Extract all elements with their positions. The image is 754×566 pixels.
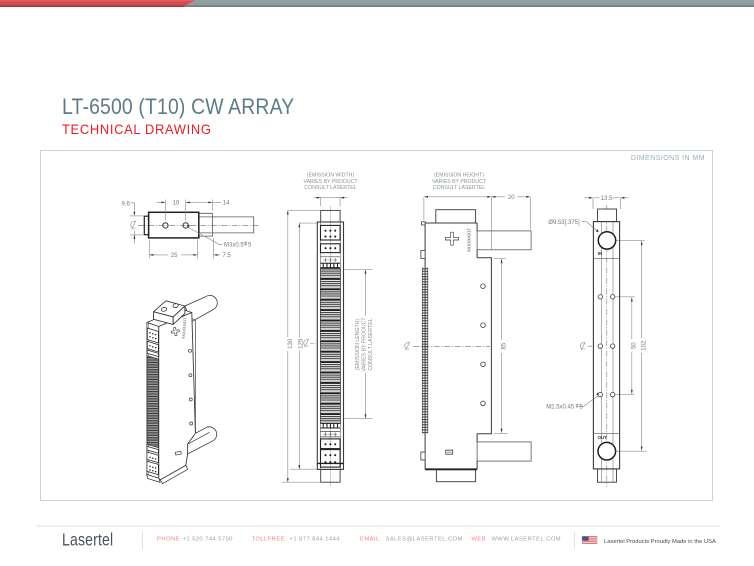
svg-text:VARIES BY PRODUCT: VARIES BY PRODUCT xyxy=(362,317,368,372)
svg-text:5: 5 xyxy=(248,243,252,249)
svg-text:WEB: WEB xyxy=(472,536,487,542)
svg-text:10: 10 xyxy=(173,201,180,207)
svg-text:130: 130 xyxy=(288,338,294,349)
svg-text:(EMISSION LENGTH): (EMISSION LENGTH) xyxy=(355,319,361,371)
svg-text:125: 125 xyxy=(299,338,305,349)
svg-text:85: 85 xyxy=(501,342,507,349)
svg-text:25: 25 xyxy=(171,253,178,259)
svg-text:(EMISSION WIDTH): (EMISSION WIDTH) xyxy=(307,173,355,179)
svg-text:XXXXXX01T: XXXXXX01T xyxy=(467,228,472,252)
svg-text:XXXXXX01T: XXXXXX01T xyxy=(182,317,188,340)
svg-text:(EMISSION HEIGHT): (EMISSION HEIGHT) xyxy=(434,173,484,179)
svg-text:50: 50 xyxy=(631,342,637,349)
svg-text:20: 20 xyxy=(508,195,515,201)
svg-text:14: 14 xyxy=(223,201,230,207)
svg-text:+1 520.744.5700: +1 520.744.5700 xyxy=(183,536,233,542)
svg-text:OUT: OUT xyxy=(598,435,608,440)
svg-text:M2.5x0.45: M2.5x0.45 xyxy=(546,405,575,411)
svg-text:EMAIL: EMAIL xyxy=(360,536,380,542)
svg-text:IN: IN xyxy=(598,251,602,256)
svg-text:WWW.LASERTEL.COM: WWW.LASERTEL.COM xyxy=(492,536,562,542)
svg-text:TOLLFREE: TOLLFREE xyxy=(252,536,285,542)
svg-text:M3x0.5: M3x0.5 xyxy=(224,243,244,249)
svg-text:Lasertel: Lasertel xyxy=(62,530,113,550)
svg-text:Lasertel Products Proudly Made: Lasertel Products Proudly Made in the US… xyxy=(604,539,716,545)
svg-text:CONSULT LASERTEL: CONSULT LASERTEL xyxy=(304,185,356,191)
svg-text:CONSULT LASERTEL: CONSULT LASERTEL xyxy=(368,318,374,370)
svg-text:SALES@LASERTEL.COM: SALES@LASERTEL.COM xyxy=(386,536,463,542)
svg-text:9.6: 9.6 xyxy=(122,201,131,207)
svg-text:+1 877.844.1444: +1 877.844.1444 xyxy=(290,536,341,542)
svg-text:CONSULT LASERTEL: CONSULT LASERTEL xyxy=(433,185,485,191)
svg-text:VARIES BY PRODUCT: VARIES BY PRODUCT xyxy=(304,179,359,185)
svg-text:PHONE: PHONE xyxy=(157,536,180,542)
svg-text:7.5: 7.5 xyxy=(222,253,231,259)
svg-text:5: 5 xyxy=(579,405,583,411)
svg-text:Ø9.53[.375]: Ø9.53[.375] xyxy=(548,220,580,226)
svg-text:VARIES BY PRODUCT: VARIES BY PRODUCT xyxy=(432,179,487,185)
svg-text:102: 102 xyxy=(641,340,647,351)
svg-text:13.5: 13.5 xyxy=(601,196,613,202)
